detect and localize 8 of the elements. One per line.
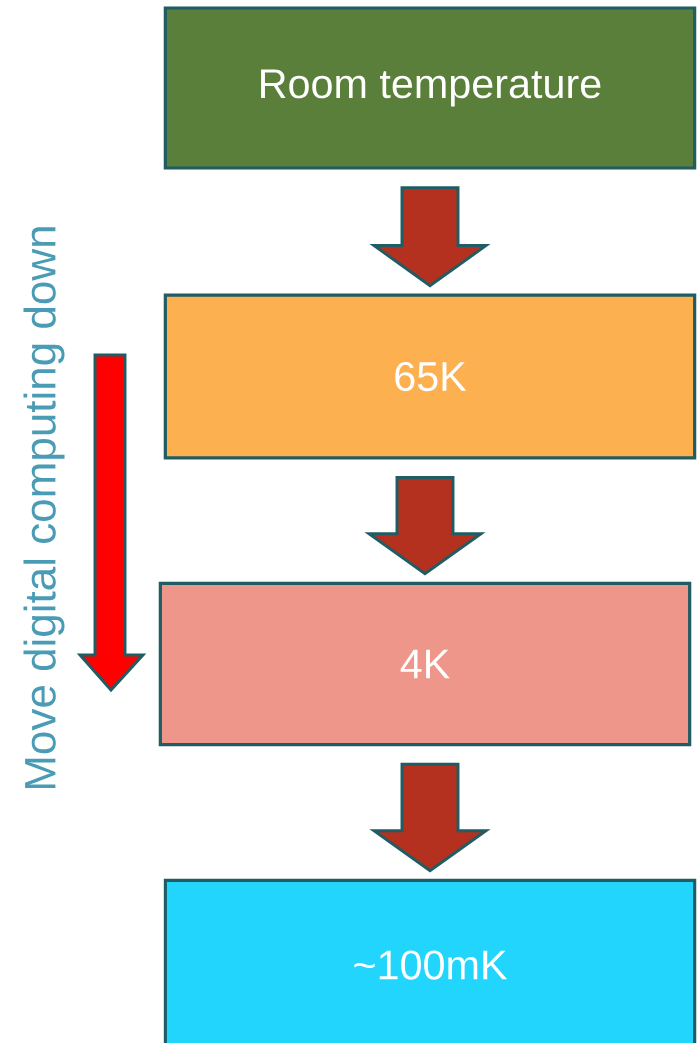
block-arrow [369,186,491,288]
block-arrow [364,475,486,576]
level-box: 4K [158,581,692,747]
level-box: Room temperature [163,6,697,170]
side-label: Move digital computing down [23,227,65,789]
block-arrow [369,762,491,873]
level-box: ~100mK [163,878,697,1043]
level-box: 65K [163,293,697,460]
